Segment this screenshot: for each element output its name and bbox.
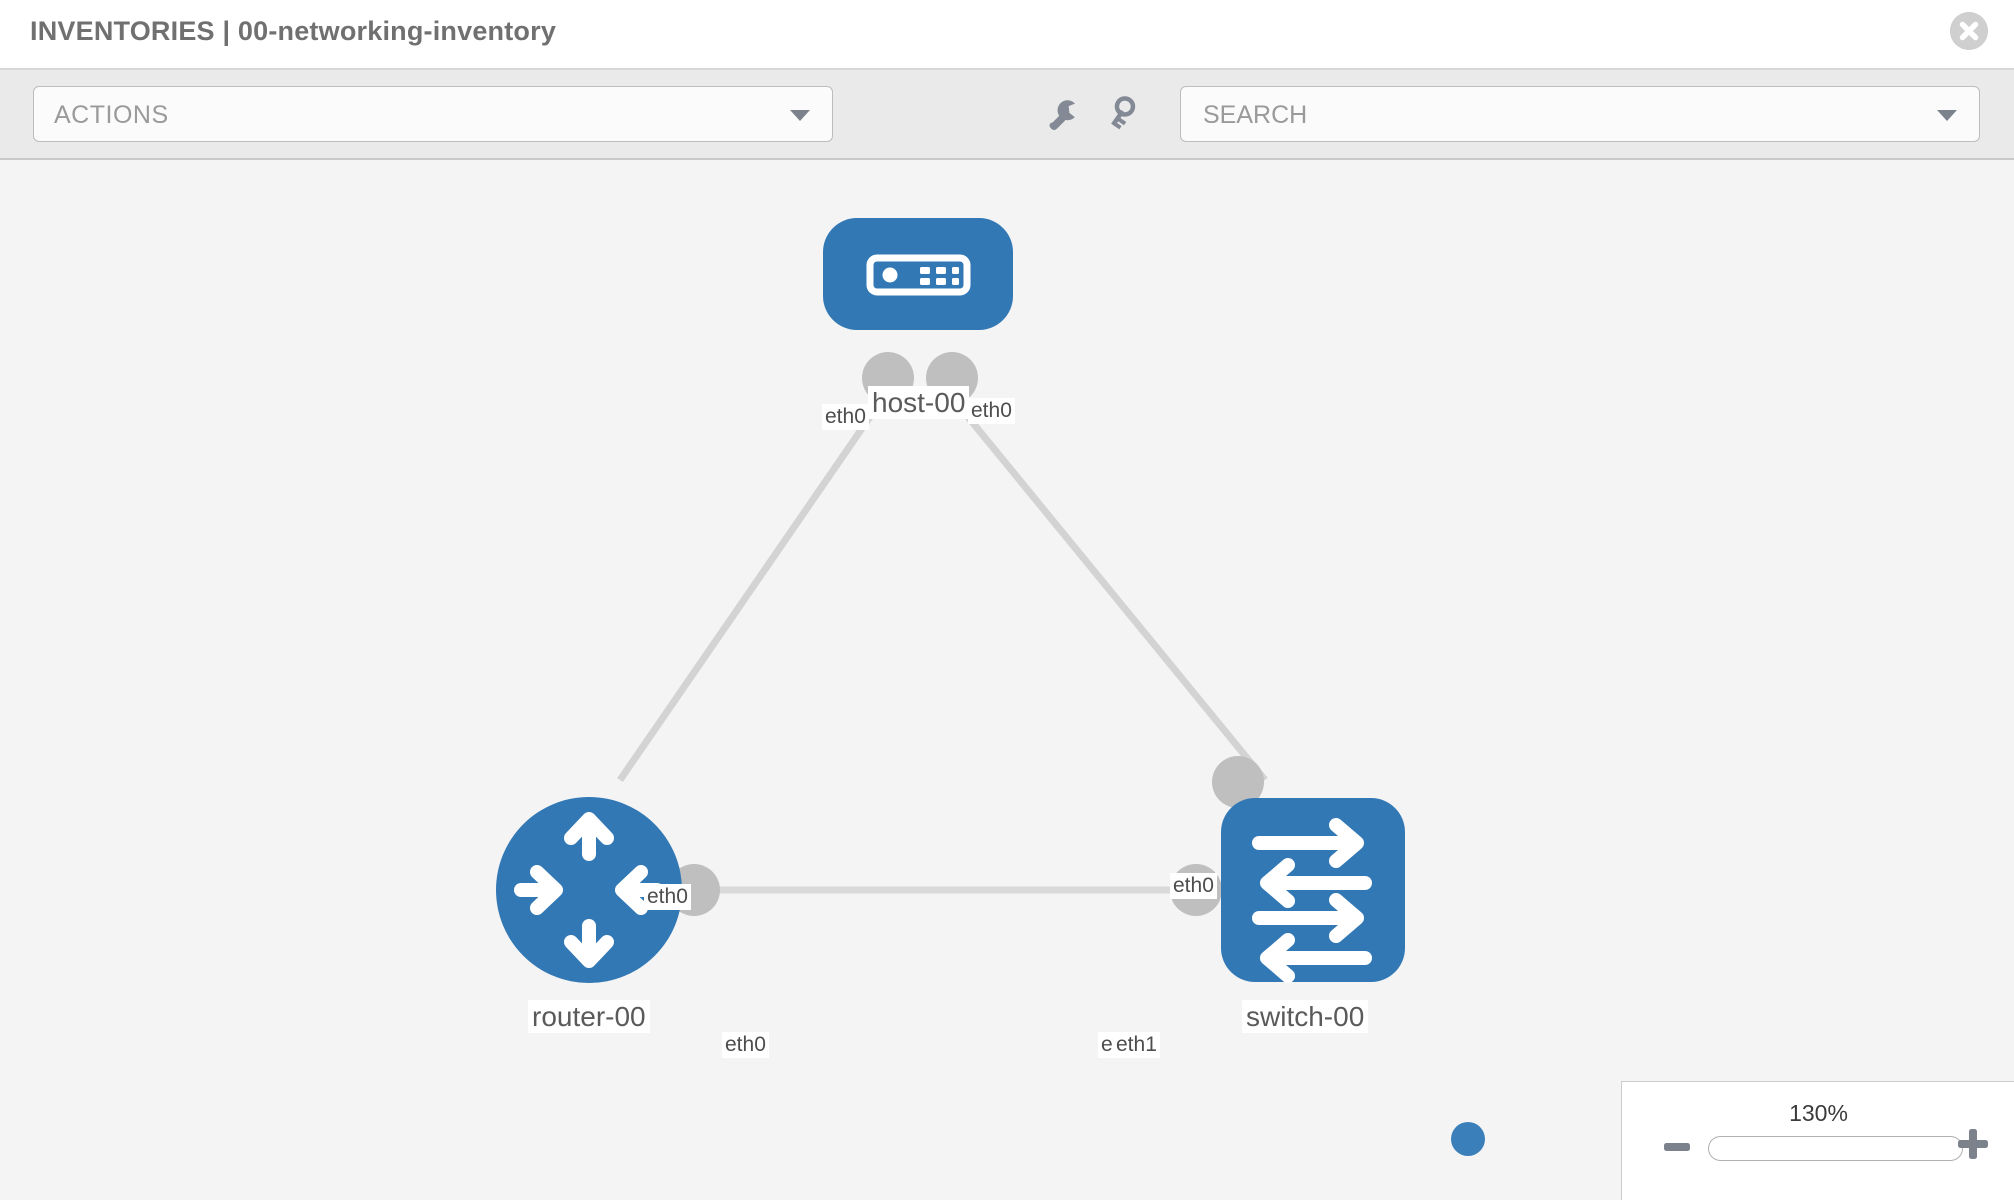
topology-graph — [496, 218, 1405, 983]
node-switch-00[interactable] — [1221, 798, 1405, 983]
page-header: INVENTORIES | 00-networking-inventory — [0, 0, 2014, 70]
plus-icon — [1958, 1129, 1988, 1159]
page-title: INVENTORIES | 00-networking-inventory — [30, 16, 557, 46]
topology-links — [617, 392, 1268, 894]
topology-connectors — [668, 352, 1264, 916]
node-router-00[interactable] — [496, 797, 682, 983]
actions-dropdown[interactable]: ACTIONS — [33, 86, 833, 142]
wrench-icon[interactable] — [1043, 94, 1083, 134]
link-label-router-right: eth0 — [722, 1032, 769, 1058]
node-label-switch-00: switch-00 — [1242, 1000, 1369, 1033]
close-icon[interactable] — [1950, 12, 1988, 50]
link-label-switch-left: eth1 — [1113, 1032, 1160, 1058]
node-router-00-shape[interactable] — [496, 797, 682, 983]
zoom-out-button[interactable] — [1664, 1139, 1690, 1157]
minus-icon — [1664, 1143, 1690, 1151]
zoom-control-panel: 130% — [1621, 1081, 2014, 1200]
switch-arrows-icon — [1252, 818, 1372, 983]
node-label-router-00: router-00 — [528, 1000, 650, 1033]
link-host-router[interactable] — [617, 393, 888, 782]
link-label-switch-up: eth0 — [1170, 873, 1217, 899]
server-icon — [866, 254, 971, 296]
key-glyph — [1111, 96, 1136, 130]
node-label-host-00: host-00 — [868, 386, 970, 419]
chevron-down-icon[interactable] — [1937, 110, 1957, 121]
zoom-level-value: 130% — [1789, 1100, 1848, 1126]
zoom-slider-track[interactable] — [1708, 1136, 1963, 1161]
chevron-down-icon — [790, 110, 810, 121]
link-label-host-left: eth0 — [822, 404, 869, 430]
key-icon[interactable] — [1107, 94, 1147, 134]
search-field[interactable] — [1180, 86, 1980, 142]
close-glyph — [1950, 12, 1988, 50]
zoom-slider-handle[interactable] — [1451, 1122, 1485, 1156]
link-label-host-right: eth0 — [968, 398, 1015, 424]
zoom-in-button[interactable] — [1958, 1129, 1988, 1164]
node-host-00[interactable] — [823, 218, 1013, 330]
connector-switch-top[interactable] — [1212, 756, 1264, 808]
search-input[interactable] — [1201, 100, 1905, 131]
topology-canvas[interactable]: eth0 eth0 eth0 eth0 eth0 eth eth1 host-0… — [0, 160, 2014, 1200]
link-label-router-up: eth0 — [644, 884, 691, 910]
wrench-glyph — [1049, 100, 1075, 131]
node-host-00-shape[interactable] — [823, 218, 1013, 330]
actions-dropdown-label: ACTIONS — [54, 101, 169, 129]
toolbar: ACTIONS — [0, 70, 2014, 160]
link-host-switch[interactable] — [947, 392, 1268, 783]
router-arrows-icon — [514, 812, 664, 968]
